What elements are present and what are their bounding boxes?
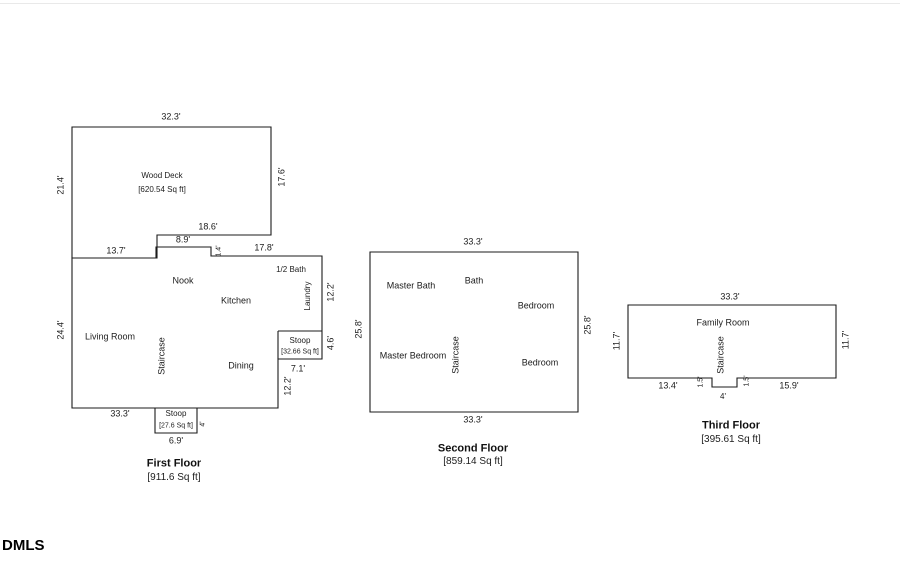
ff-title: First Floor: [146, 457, 202, 470]
ff-dim-top-left: 13.7': [106, 245, 126, 256]
third-floor-outline: [627, 304, 837, 388]
tf-dim-left-side: 11.7': [611, 331, 622, 351]
tf-room-staircase: Staircase: [715, 336, 726, 374]
ff-room-wood-deck: Wood Deck: [141, 171, 183, 180]
ff-room-kitchen: Kitchen: [220, 295, 252, 306]
tf-dim-right-side: 11.7': [840, 330, 851, 350]
tf-dim-top: 33.3': [720, 291, 740, 302]
tf-dim-notch-right: 1.5': [743, 375, 751, 387]
sf-room-bedroom-upper: Bedroom: [517, 300, 555, 311]
sf-room-master-bedroom: Master Bedroom: [379, 350, 447, 361]
tf-dim-bottom-left: 13.4': [658, 380, 678, 391]
ff-dim-stoop-bottom-width: 6.9': [168, 435, 184, 446]
ff-dim-deck-left: 21.4': [55, 175, 66, 195]
sf-room-bedroom-lower: Bedroom: [521, 357, 559, 368]
first-floor-right-stoop-walls: [277, 330, 322, 359]
ff-room-living-room: Living Room: [84, 331, 136, 342]
sf-room-staircase: Staircase: [450, 336, 461, 374]
ff-wood-deck-area: [620.54 Sq ft]: [138, 185, 186, 194]
tf-room-family-room: Family Room: [696, 317, 750, 328]
tf-total-area: [395.61 Sq ft]: [701, 434, 761, 445]
ff-dim-left-side: 24.4': [55, 320, 66, 340]
first-floor-outline: [71, 246, 323, 409]
ff-dim-stoop-right-width: 7.1': [290, 363, 306, 374]
ff-dim-deck-bottom: 18.6': [198, 221, 218, 232]
ff-dim-top-mid: 8.9': [175, 234, 191, 245]
ff-dim-stoop-right-height: 4.6': [325, 335, 336, 351]
ff-room-stoop-right: Stoop: [289, 336, 311, 345]
first-floor-bottom-stoop-outline: [154, 408, 198, 434]
tf-dim-notch-left: 1.5': [697, 376, 705, 388]
tf-dim-bottom-right: 15.9': [779, 380, 799, 391]
ff-stoop-right-area: [32.66 Sq ft]: [281, 348, 319, 356]
ff-dim-bottom: 33.3': [110, 408, 130, 419]
sf-title: Second Floor: [437, 442, 509, 455]
sf-dim-top: 33.3': [463, 236, 483, 247]
ff-dim-deck-top: 32.3': [161, 111, 181, 122]
sf-dim-bottom: 33.3': [463, 414, 483, 425]
ff-total-area: [911.6 Sq ft]: [147, 472, 201, 483]
mls-watermark: DMLS: [2, 537, 45, 554]
ff-room-dining: Dining: [228, 360, 254, 371]
top-hairline: [0, 3, 900, 4]
ff-stoop-bottom-area: [27.6 Sq ft]: [159, 422, 193, 430]
ff-dim-deck-right: 17.6': [276, 167, 287, 187]
ff-dim-right-upper: 12.2': [325, 282, 336, 302]
sf-room-master-bath: Master Bath: [386, 280, 436, 291]
ff-dim-right-lower: 12.2': [282, 376, 293, 396]
sf-dim-right-side: 25.8': [582, 315, 593, 335]
second-floor-outline: [369, 251, 579, 413]
ff-dim-stoop-bottom-height: 4': [199, 421, 207, 427]
sf-room-bath: Bath: [464, 275, 484, 286]
tf-title: Third Floor: [701, 419, 761, 432]
ff-room-stoop-bottom: Stoop: [165, 409, 187, 418]
tf-dim-notch-bottom: 4': [720, 392, 726, 401]
ff-room-laundry: Laundry: [303, 281, 312, 311]
sf-dim-left-side: 25.8': [353, 319, 364, 339]
ff-room-half-bath: 1/2 Bath: [276, 265, 306, 274]
ff-room-nook: Nook: [172, 275, 194, 286]
ff-room-staircase: Staircase: [156, 337, 167, 375]
ff-dim-top-step: 1.4': [215, 245, 223, 257]
ff-dim-top-right: 17.8': [254, 242, 274, 253]
sf-total-area: [859.14 Sq ft]: [443, 456, 503, 467]
